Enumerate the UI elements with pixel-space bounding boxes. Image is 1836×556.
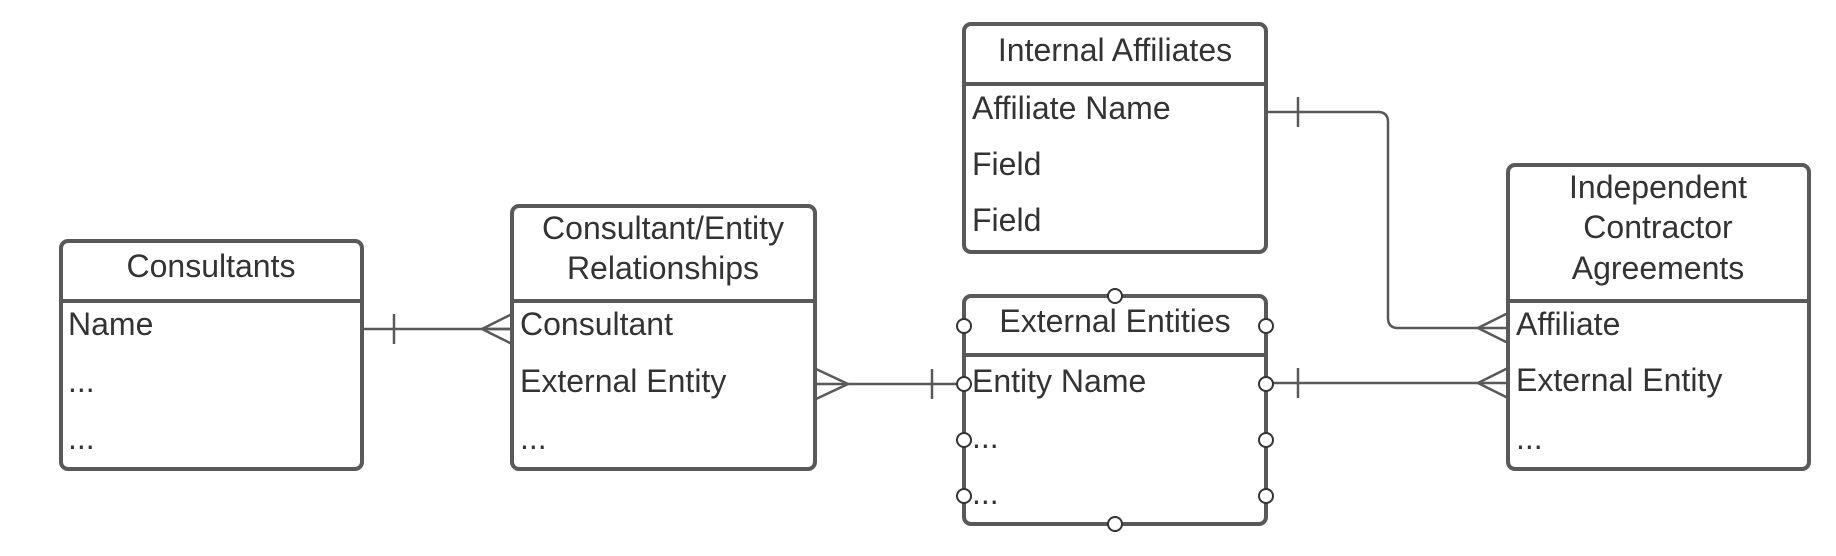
connection-handle[interactable] (956, 488, 972, 504)
connection-handle[interactable] (1258, 432, 1274, 448)
field-ellipsis: ... (1516, 420, 1543, 456)
field-entity-name: Entity Name (972, 363, 1146, 399)
field-field: Field (972, 202, 1041, 238)
field-consultant: Consultant (520, 306, 673, 342)
connector-consultants-relationships[interactable] (362, 312, 513, 346)
field-ellipsis: ... (68, 420, 95, 456)
entity-title-line2: Relationships (567, 250, 759, 286)
field-ellipsis: ... (520, 420, 547, 456)
connector-relationships-external-entities[interactable] (815, 367, 966, 401)
many-marker (815, 367, 849, 401)
entity-title-line2: Contractor (1583, 209, 1733, 245)
connection-handle[interactable] (1258, 488, 1274, 504)
entity-consultant-entity-relationships[interactable]: Consultant/Entity Relationships Consulta… (510, 204, 817, 471)
entity-title: External Entities (999, 303, 1230, 339)
entity-title-line1: Independent (1569, 169, 1747, 205)
field-field: Field (972, 146, 1041, 182)
connector-affiliates-agreements[interactable] (1266, 97, 1509, 345)
connection-handle[interactable] (956, 318, 972, 334)
field-affiliate: Affiliate (1516, 306, 1620, 342)
entity-title: Internal Affiliates (998, 32, 1232, 68)
entity-consultants[interactable]: Consultants Name ... ... (59, 239, 364, 471)
connector-external-entities-agreements[interactable] (1266, 366, 1509, 400)
entity-title-line3: Agreements (1572, 250, 1745, 286)
field-ellipsis: ... (972, 475, 999, 511)
many-marker (481, 312, 513, 346)
field-external-entity: External Entity (1516, 362, 1722, 398)
connection-handle[interactable] (1258, 376, 1274, 392)
field-external-entity: External Entity (520, 363, 726, 399)
entity-external-entities[interactable]: External Entities Entity Name ... ... (956, 288, 1274, 532)
field-ellipsis: ... (972, 419, 999, 455)
entity-independent-contractor-agreements[interactable]: Independent Contractor Agreements Affili… (1506, 163, 1811, 471)
many-marker (1477, 311, 1509, 345)
field-ellipsis: ... (68, 363, 95, 399)
many-marker (1477, 366, 1509, 400)
field-affiliate-name: Affiliate Name (972, 90, 1171, 126)
field-name: Name (68, 306, 153, 342)
connection-handle[interactable] (956, 432, 972, 448)
connection-handle[interactable] (1107, 288, 1123, 304)
connection-handle[interactable] (1107, 516, 1123, 532)
connection-handle[interactable] (956, 376, 972, 392)
entity-title-line1: Consultant/Entity (542, 210, 784, 246)
connection-handle[interactable] (1258, 318, 1274, 334)
entity-internal-affiliates[interactable]: Internal Affiliates Affiliate Name Field… (962, 22, 1268, 254)
entity-title: Consultants (127, 248, 296, 284)
